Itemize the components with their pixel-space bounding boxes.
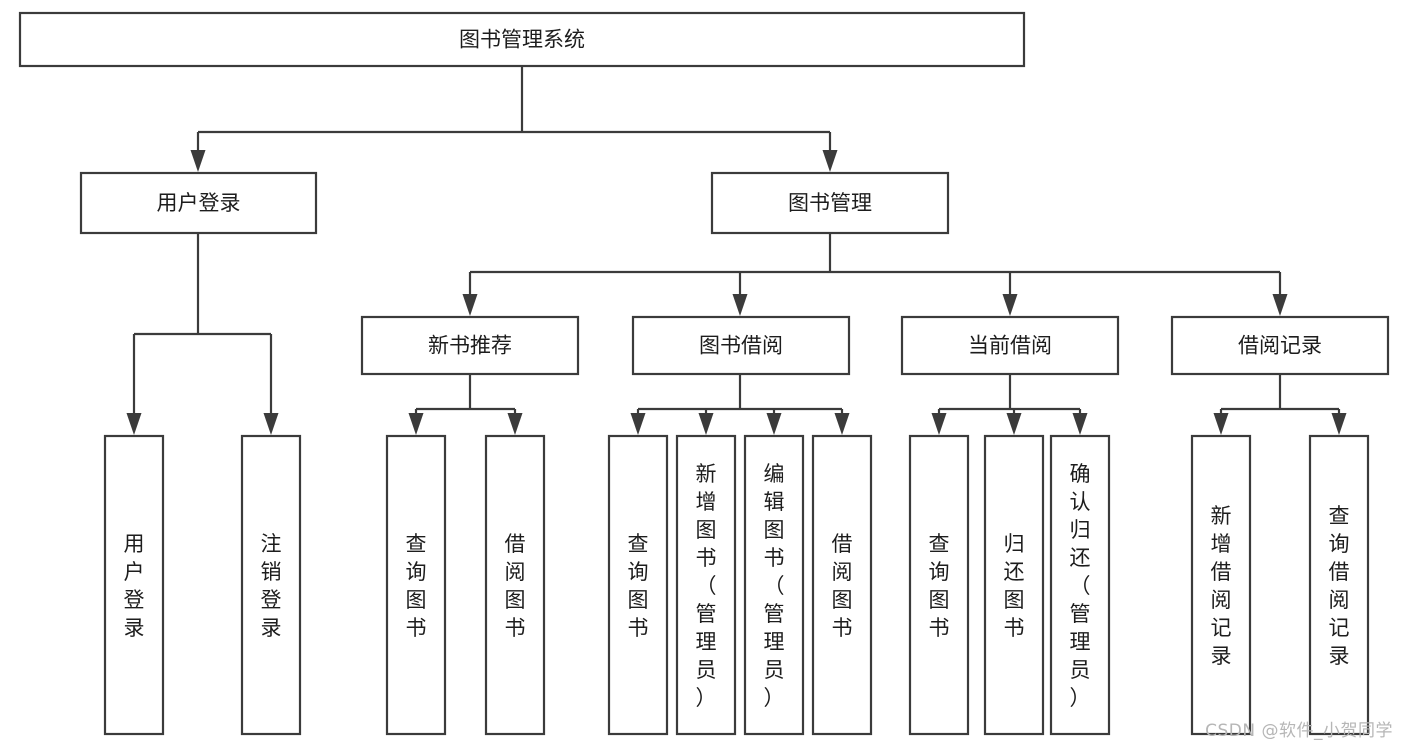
- node-box[interactable]: [103, 434, 165, 736]
- node-box[interactable]: [240, 434, 302, 736]
- node-label: 新书推荐: [428, 334, 512, 358]
- node-box[interactable]: [607, 434, 669, 736]
- node-leaf-edit-book[interactable]: 编辑图书（管理员）: [743, 434, 805, 736]
- node-box[interactable]: [385, 434, 447, 736]
- arrow-head-icon: [834, 413, 850, 435]
- arrow-head-icon: [263, 413, 279, 435]
- arrow-head-icon: [1272, 294, 1288, 316]
- node-leaf-add-record[interactable]: 新增借阅记录: [1190, 434, 1252, 736]
- node-current-borrow[interactable]: 当前借阅: [900, 315, 1120, 376]
- connector-layer: [126, 66, 1347, 435]
- node-box[interactable]: [811, 434, 873, 736]
- arrow-head-icon: [822, 150, 838, 172]
- node-box[interactable]: [710, 171, 950, 235]
- arrow-head-icon: [408, 413, 424, 435]
- node-box[interactable]: [908, 434, 970, 736]
- node-label: 借阅图书: [505, 532, 526, 640]
- node-label: 查询图书: [929, 532, 950, 640]
- csdn-watermark: CSDN @软件_小贺同学: [1205, 721, 1393, 741]
- node-book-manage[interactable]: 图书管理: [710, 171, 950, 235]
- arrow-head-icon: [732, 294, 748, 316]
- node-root[interactable]: 图书管理系统: [18, 11, 1026, 68]
- node-box[interactable]: [360, 315, 580, 376]
- connector-group-current-borrow-to-leaves: [931, 374, 1088, 435]
- node-new-book-rec[interactable]: 新书推荐: [360, 315, 580, 376]
- connector-group-root-to-level1: [190, 66, 838, 172]
- node-box[interactable]: [484, 434, 546, 736]
- arrow-head-icon: [931, 413, 947, 435]
- arrow-head-icon: [1072, 413, 1088, 435]
- connector-group-user-login-to-leaves: [126, 233, 279, 435]
- node-label: 新增图书（管理员）: [696, 462, 717, 710]
- node-leaf-confirm-return[interactable]: 确认归还（管理员）: [1049, 434, 1111, 736]
- arrow-head-icon: [698, 413, 714, 435]
- node-borrow-record[interactable]: 借阅记录: [1170, 315, 1390, 376]
- node-leaf-user-logout[interactable]: 注销登录: [240, 434, 302, 736]
- arrow-head-icon: [1331, 413, 1347, 435]
- node-box[interactable]: [631, 315, 851, 376]
- node-box[interactable]: [1190, 434, 1252, 736]
- node-label: 用户登录: [124, 532, 145, 640]
- node-label: 编辑图书（管理员）: [764, 462, 785, 710]
- connector-group-new-book-rec-to-leaves: [408, 374, 523, 435]
- node-leaf-return-book[interactable]: 归还图书: [983, 434, 1045, 736]
- node-label: 图书管理: [788, 191, 872, 215]
- node-label: 借阅图书: [832, 532, 853, 640]
- node-leaf-borrow-book-2[interactable]: 借阅图书: [811, 434, 873, 736]
- arrow-head-icon: [190, 150, 206, 172]
- node-box[interactable]: [1049, 434, 1111, 736]
- connector-group-borrow-record-to-leaves: [1213, 374, 1347, 435]
- node-leaf-user-login[interactable]: 用户登录: [103, 434, 165, 736]
- node-label: 查询借阅记录: [1329, 504, 1350, 668]
- node-box[interactable]: [1170, 315, 1390, 376]
- node-label: 图书借阅: [699, 334, 783, 358]
- arrow-head-icon: [507, 413, 523, 435]
- node-box[interactable]: [900, 315, 1120, 376]
- node-box[interactable]: [18, 11, 1026, 68]
- node-box[interactable]: [79, 171, 318, 235]
- node-label: 当前借阅: [968, 334, 1052, 358]
- node-label: 借阅记录: [1238, 334, 1322, 358]
- node-box[interactable]: [743, 434, 805, 736]
- node-label: 确认归还（管理员）: [1070, 462, 1091, 710]
- node-leaf-query-book-3[interactable]: 查询图书: [908, 434, 970, 736]
- node-box[interactable]: [675, 434, 737, 736]
- node-leaf-query-book-1[interactable]: 查询图书: [385, 434, 447, 736]
- node-label: 注销登录: [261, 532, 282, 640]
- arrow-head-icon: [462, 294, 478, 316]
- arrow-head-icon: [766, 413, 782, 435]
- connector-group-book-manage-to-level2: [462, 233, 1288, 316]
- node-label: 查询图书: [406, 532, 427, 640]
- node-label: 归还图书: [1004, 532, 1025, 640]
- node-user-login[interactable]: 用户登录: [79, 171, 318, 235]
- arrow-head-icon: [1002, 294, 1018, 316]
- arrow-head-icon: [630, 413, 646, 435]
- node-box[interactable]: [983, 434, 1045, 736]
- node-leaf-query-record[interactable]: 查询借阅记录: [1308, 434, 1370, 736]
- node-box[interactable]: [1308, 434, 1370, 736]
- node-leaf-borrow-book-1[interactable]: 借阅图书: [484, 434, 546, 736]
- node-leaf-add-book[interactable]: 新增图书（管理员）: [675, 434, 737, 736]
- connector-group-book-borrow-to-leaves: [630, 374, 850, 435]
- node-label: 查询图书: [628, 532, 649, 640]
- arrow-head-icon: [1006, 413, 1022, 435]
- node-book-borrow[interactable]: 图书借阅: [631, 315, 851, 376]
- node-leaf-query-book-2[interactable]: 查询图书: [607, 434, 669, 736]
- arrow-head-icon: [1213, 413, 1229, 435]
- node-label: 图书管理系统: [459, 28, 585, 52]
- node-layer: 图书管理系统用户登录图书管理新书推荐图书借阅当前借阅借阅记录用户登录注销登录查询…: [18, 11, 1390, 736]
- arrow-head-icon: [126, 413, 142, 435]
- node-label: 用户登录: [157, 191, 241, 215]
- node-label: 新增借阅记录: [1211, 504, 1232, 668]
